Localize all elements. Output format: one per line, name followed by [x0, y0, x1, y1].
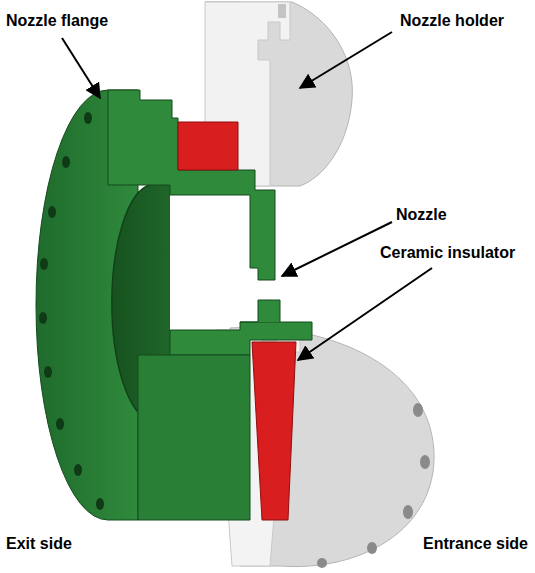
- part-label: Nozzle holder: [400, 12, 504, 30]
- leader-arrow: [300, 32, 392, 88]
- part-label: Nozzle: [396, 206, 447, 224]
- part-label: Exit side: [6, 535, 72, 553]
- leader-arrows: [62, 32, 432, 360]
- part-label: Entrance side: [423, 535, 528, 553]
- part-label: Ceramic insulator: [380, 244, 515, 262]
- leader-arrow: [298, 268, 432, 360]
- leader-arrow: [62, 38, 100, 98]
- nozzle-flange: [36, 90, 312, 520]
- part-label: Nozzle flange: [6, 12, 108, 30]
- ceramic-insulator: [178, 122, 296, 520]
- leader-arrow: [282, 222, 392, 276]
